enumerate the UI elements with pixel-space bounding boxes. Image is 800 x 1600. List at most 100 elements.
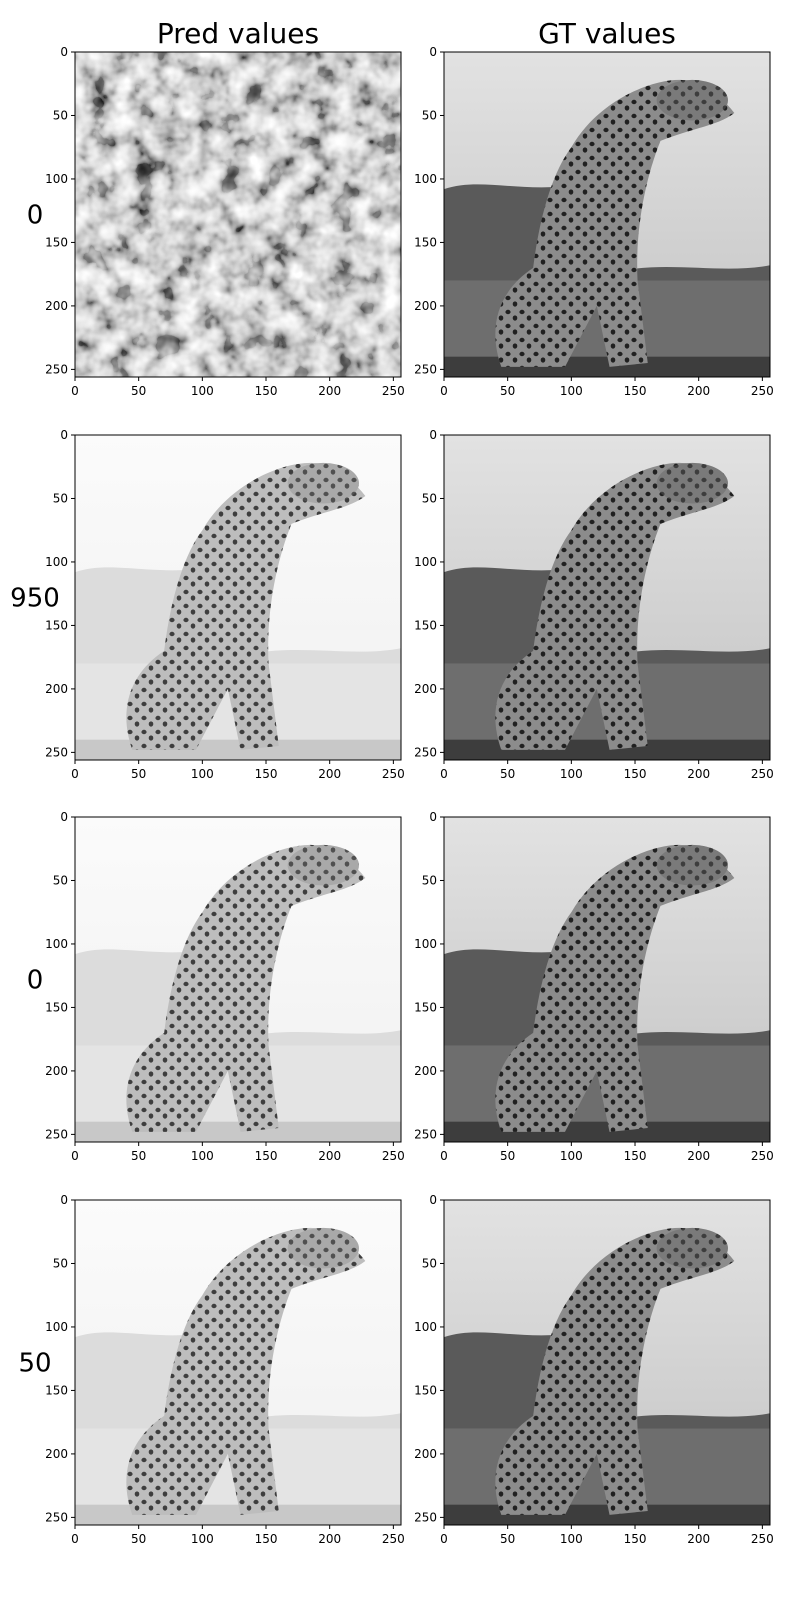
y-tick-label: 100 bbox=[45, 1320, 68, 1334]
axes-frame bbox=[74, 434, 402, 761]
image-rock bbox=[75, 1121, 401, 1142]
x-tick-label: 150 bbox=[624, 1149, 647, 1163]
x-tick-label: 50 bbox=[131, 1532, 146, 1546]
row-label: 50 bbox=[18, 1349, 51, 1379]
x-tick-label: 250 bbox=[751, 1532, 774, 1546]
image-cheetah-spots bbox=[126, 844, 366, 1132]
y-tick-label: 50 bbox=[53, 491, 68, 505]
y-tick-label: 100 bbox=[45, 937, 68, 951]
y-tick-label: 200 bbox=[45, 1447, 68, 1461]
y-tick-label: 50 bbox=[422, 108, 437, 122]
image-cheetah-spots bbox=[495, 844, 735, 1132]
x-tick-label: 200 bbox=[687, 384, 710, 398]
x-tick-label: 50 bbox=[500, 767, 515, 781]
axes-frame bbox=[443, 434, 771, 761]
panel-image bbox=[444, 1200, 770, 1525]
x-tick-label: 100 bbox=[560, 384, 583, 398]
image-cheetah-spots bbox=[495, 462, 735, 750]
x-tick-label: 250 bbox=[751, 384, 774, 398]
image-cheetah-head-spots bbox=[287, 844, 359, 886]
y-tick-label: 0 bbox=[429, 1193, 437, 1207]
axes-frame bbox=[443, 51, 771, 378]
y-tick-label: 100 bbox=[45, 555, 68, 569]
y-tick-label: 0 bbox=[429, 45, 437, 59]
x-tick-label: 150 bbox=[255, 767, 278, 781]
y-tick-label: 200 bbox=[414, 682, 437, 696]
image-cheetah-spots bbox=[126, 1227, 366, 1515]
x-tick-label: 150 bbox=[255, 384, 278, 398]
x-tick-label: 200 bbox=[318, 1149, 341, 1163]
image-cheetah-head-spots bbox=[656, 1227, 728, 1269]
y-tick-label: 50 bbox=[53, 108, 68, 122]
y-tick-label: 250 bbox=[414, 745, 437, 759]
x-tick-label: 200 bbox=[318, 767, 341, 781]
x-tick-label: 200 bbox=[687, 1532, 710, 1546]
y-tick-label: 50 bbox=[422, 1256, 437, 1270]
y-tick-label: 50 bbox=[422, 873, 437, 887]
y-tick-label: 0 bbox=[60, 810, 68, 824]
image-rock bbox=[444, 1121, 770, 1142]
y-tick-label: 250 bbox=[414, 1510, 437, 1524]
image-rock bbox=[444, 1504, 770, 1525]
y-tick-label: 150 bbox=[45, 618, 68, 632]
image-cheetah-head-spots bbox=[656, 844, 728, 886]
image-rock bbox=[75, 1504, 401, 1525]
image-cheetah-head-spots bbox=[656, 462, 728, 504]
y-tick-label: 200 bbox=[414, 299, 437, 313]
y-tick-label: 250 bbox=[45, 362, 68, 376]
image-cheetah-head-spots bbox=[656, 79, 728, 121]
y-tick-label: 200 bbox=[45, 1064, 68, 1078]
x-tick-label: 250 bbox=[382, 767, 405, 781]
y-tick-label: 200 bbox=[414, 1064, 437, 1078]
panel-image bbox=[444, 817, 770, 1142]
y-tick-label: 150 bbox=[414, 235, 437, 249]
x-tick-label: 100 bbox=[191, 384, 214, 398]
x-tick-label: 250 bbox=[382, 384, 405, 398]
axes-frame bbox=[443, 1199, 771, 1526]
x-tick-label: 250 bbox=[382, 1532, 405, 1546]
axes-frame bbox=[74, 816, 402, 1143]
image-cheetah-spots bbox=[495, 1227, 735, 1515]
x-tick-label: 0 bbox=[71, 384, 79, 398]
y-tick-label: 0 bbox=[429, 810, 437, 824]
panel-image bbox=[75, 435, 401, 760]
y-tick-label: 0 bbox=[60, 428, 68, 442]
column-title: GT values bbox=[538, 17, 676, 50]
y-tick-label: 100 bbox=[414, 1320, 437, 1334]
x-tick-label: 0 bbox=[440, 1532, 448, 1546]
axes-frame bbox=[443, 816, 771, 1143]
x-tick-label: 0 bbox=[440, 384, 448, 398]
y-tick-label: 150 bbox=[414, 1383, 437, 1397]
panel-image bbox=[75, 817, 401, 1142]
panel-image bbox=[444, 435, 770, 760]
x-tick-label: 150 bbox=[624, 1532, 647, 1546]
y-tick-label: 200 bbox=[45, 299, 68, 313]
image-cheetah-spots bbox=[126, 462, 366, 750]
x-tick-label: 100 bbox=[560, 767, 583, 781]
y-tick-label: 150 bbox=[414, 1000, 437, 1014]
x-tick-label: 50 bbox=[500, 1149, 515, 1163]
y-tick-label: 50 bbox=[53, 1256, 68, 1270]
image-rock bbox=[444, 356, 770, 377]
x-tick-label: 250 bbox=[382, 1149, 405, 1163]
x-tick-label: 0 bbox=[71, 767, 79, 781]
x-tick-label: 50 bbox=[500, 1532, 515, 1546]
y-tick-label: 250 bbox=[45, 1510, 68, 1524]
y-tick-label: 150 bbox=[45, 1383, 68, 1397]
y-tick-label: 0 bbox=[60, 1193, 68, 1207]
y-tick-label: 100 bbox=[414, 555, 437, 569]
x-tick-label: 250 bbox=[751, 1149, 774, 1163]
x-tick-label: 150 bbox=[624, 767, 647, 781]
x-tick-label: 0 bbox=[71, 1532, 79, 1546]
y-tick-label: 50 bbox=[53, 873, 68, 887]
x-tick-label: 100 bbox=[560, 1532, 583, 1546]
image-cheetah-spots bbox=[495, 79, 735, 367]
y-tick-label: 250 bbox=[414, 362, 437, 376]
x-tick-label: 150 bbox=[624, 384, 647, 398]
